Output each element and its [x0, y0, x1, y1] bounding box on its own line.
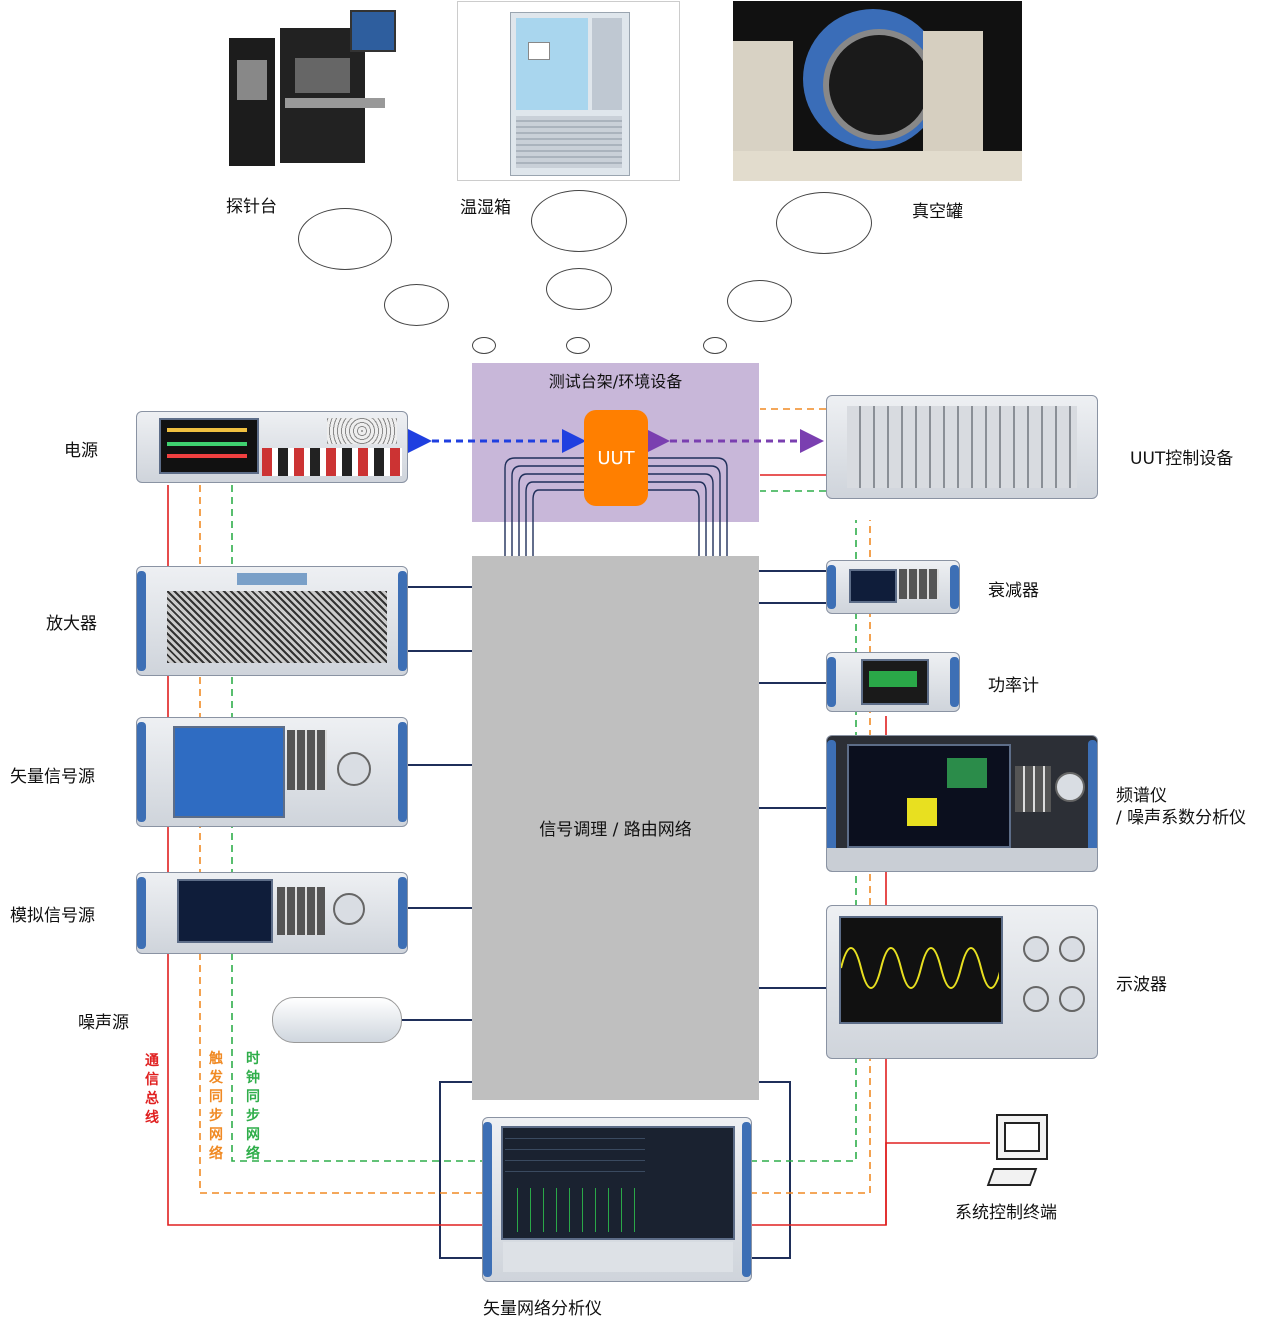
power-supply-device: [136, 411, 408, 483]
comm-bus-label: 通信总线: [145, 1053, 159, 1126]
vacuum-chamber-image: [733, 1, 1022, 181]
thought-bubble-mid-left: [384, 284, 449, 326]
amplifier-label: 放大器: [46, 614, 97, 634]
trigger-sync-label: 触发同步网络: [209, 1051, 223, 1162]
vector-signal-generator-device: [136, 717, 408, 827]
thought-bubble-large-right: [776, 192, 872, 254]
vacuum-chamber-label: 真空罐: [912, 202, 963, 222]
probe-station-image: [225, 8, 400, 168]
thought-bubble-large-left: [298, 208, 392, 270]
power-meter-label: 功率计: [988, 676, 1039, 696]
thermal-chamber-image: [457, 1, 680, 181]
power-supply-label: 电源: [64, 441, 98, 461]
amplifier-device: [136, 566, 408, 676]
analog-signal-generator-label: 模拟信号源: [10, 906, 95, 926]
oscilloscope-device: [826, 905, 1098, 1059]
spectrum-analyzer-label-line2: / 噪声系数分析仪: [1116, 808, 1247, 828]
vector-signal-generator-label: 矢量信号源: [10, 767, 95, 787]
vna-label: 矢量网络分析仪: [483, 1299, 602, 1319]
system-terminal-label: 系统控制终端: [955, 1203, 1057, 1223]
uut-left-wires: [504, 457, 584, 556]
power-meter-device: [826, 652, 960, 712]
test-environment-title: 测试台架/环境设备: [548, 372, 683, 391]
probe-station-label: 探针台: [226, 197, 277, 217]
uut-controller-device: [826, 395, 1098, 499]
thought-bubble-mid-center: [546, 268, 612, 310]
thought-bubble-small-right: [703, 337, 727, 354]
thought-bubble-small-center: [566, 337, 590, 354]
spectrum-analyzer-device: [826, 735, 1098, 872]
spectrum-analyzer-label-line1: 频谱仪: [1116, 786, 1167, 806]
oscilloscope-label: 示波器: [1116, 975, 1167, 995]
attenuator-label: 衰减器: [988, 581, 1039, 601]
noise-source-label: 噪声源: [78, 1013, 129, 1033]
thought-bubble-mid-right: [727, 280, 792, 322]
noise-source-device: [272, 997, 402, 1043]
uut-controller-label: UUT控制设备: [1130, 449, 1234, 469]
thermal-chamber-label: 温湿箱: [460, 198, 511, 218]
uut-block: UUT: [584, 410, 648, 506]
vector-network-analyzer-device: [482, 1117, 752, 1282]
oscilloscope-waveform: [841, 947, 999, 989]
attenuator-device: [826, 560, 960, 614]
signal-routing-network-box: [472, 556, 759, 1100]
clock-sync-label: 时钟同步网络: [246, 1051, 260, 1162]
analog-signal-generator-device: [136, 872, 408, 954]
signal-routing-network-title: 信号调理 / 路由网络: [539, 820, 692, 840]
system-terminal-icon: [986, 1114, 1050, 1190]
uut-right-wires: [648, 457, 728, 556]
thought-bubble-small-left: [472, 337, 496, 354]
thought-bubble-large-center: [531, 190, 627, 252]
